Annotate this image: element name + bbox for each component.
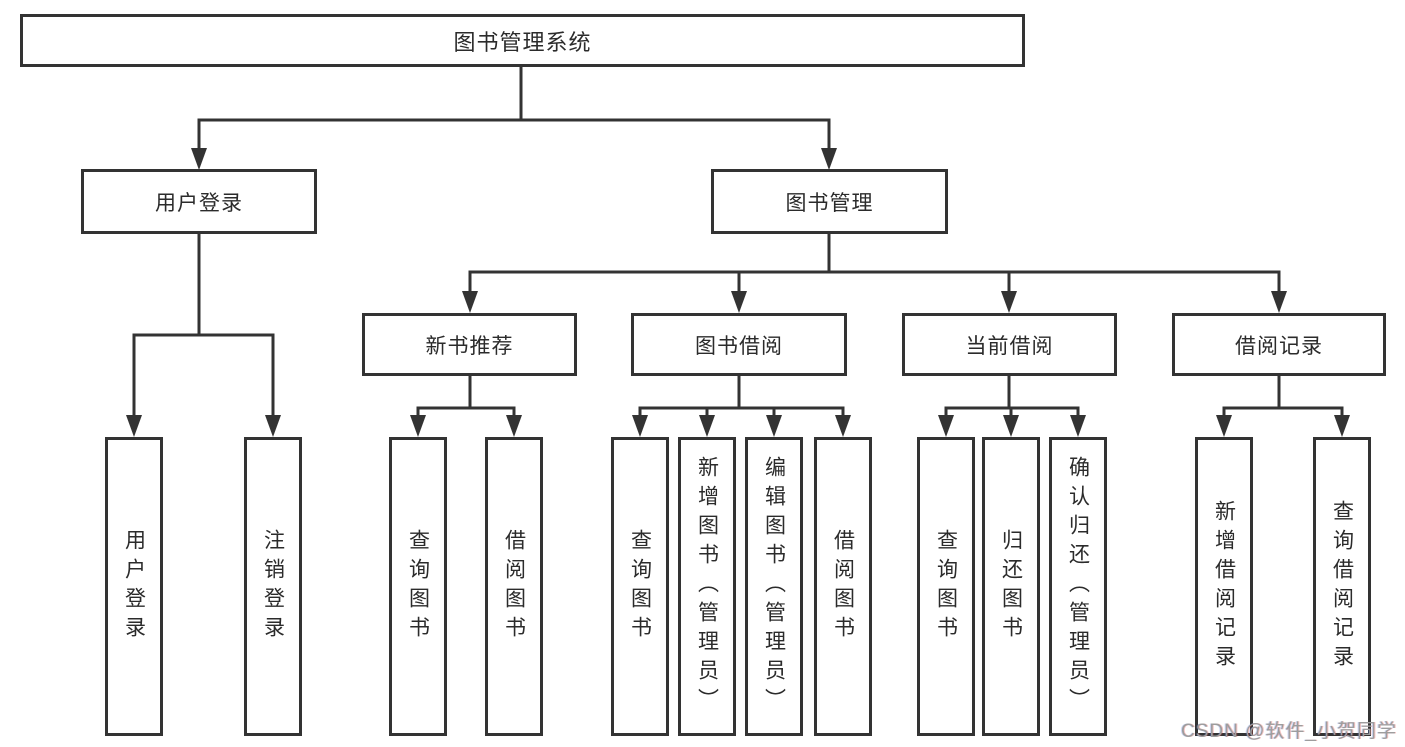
node-new-book-recommendation: 新书推荐 xyxy=(362,313,577,376)
node-label: 查询图书 xyxy=(406,528,430,645)
node-label: 图书管理系统 xyxy=(453,29,592,55)
node-label: 查询图书 xyxy=(934,528,958,645)
node-user-login: 用户登录 xyxy=(81,169,317,234)
node-label: 查询借阅记录 xyxy=(1330,499,1354,674)
node-borrowing-records: 借阅记录 xyxy=(1172,313,1386,376)
leaf-add-borrow-record: 新增借阅记录 xyxy=(1195,437,1253,736)
node-label: 借阅图书 xyxy=(831,528,855,645)
leaf-user-login: 用户登录 xyxy=(105,437,163,736)
node-label: 用户登录 xyxy=(155,191,243,215)
leaf-borrow-query-book: 查询图书 xyxy=(611,437,669,736)
leaf-edit-book-admin: 编辑图书（管理员） xyxy=(745,437,803,736)
node-library-management-system: 图书管理系统 xyxy=(20,14,1025,67)
node-label: 归还图书 xyxy=(999,528,1023,645)
node-label: 注销登录 xyxy=(261,528,285,645)
node-current-borrowing: 当前借阅 xyxy=(902,313,1117,376)
node-label: 确认归还（管理员） xyxy=(1066,456,1090,717)
watermark: CSDN @软件_小贺同学 xyxy=(1181,721,1397,742)
leaf-borrow-book: 借阅图书 xyxy=(814,437,872,736)
node-label: 借阅记录 xyxy=(1235,334,1323,358)
node-label: 图书管理 xyxy=(785,191,874,215)
node-label: 编辑图书（管理员） xyxy=(762,456,786,717)
node-label: 新书推荐 xyxy=(425,334,514,358)
leaf-confirm-return-admin: 确认归还（管理员） xyxy=(1049,437,1107,736)
leaf-recommend-query-book: 查询图书 xyxy=(389,437,447,736)
node-label: 图书借阅 xyxy=(695,334,783,358)
leaf-add-book-admin: 新增图书（管理员） xyxy=(678,437,736,736)
node-book-management: 图书管理 xyxy=(711,169,948,234)
node-book-borrowing: 图书借阅 xyxy=(631,313,847,376)
node-label: 新增借阅记录 xyxy=(1212,499,1236,674)
node-label: 借阅图书 xyxy=(502,528,526,645)
leaf-recommend-borrow-book: 借阅图书 xyxy=(485,437,543,736)
node-label: 新增图书（管理员） xyxy=(695,456,719,717)
node-label: 用户登录 xyxy=(122,528,146,645)
leaf-logout: 注销登录 xyxy=(244,437,302,736)
leaf-current-query-book: 查询图书 xyxy=(917,437,975,736)
leaf-query-borrow-record: 查询借阅记录 xyxy=(1313,437,1371,736)
leaf-return-book: 归还图书 xyxy=(982,437,1040,736)
node-label: 查询图书 xyxy=(628,528,652,645)
node-label: 当前借阅 xyxy=(965,334,1054,358)
